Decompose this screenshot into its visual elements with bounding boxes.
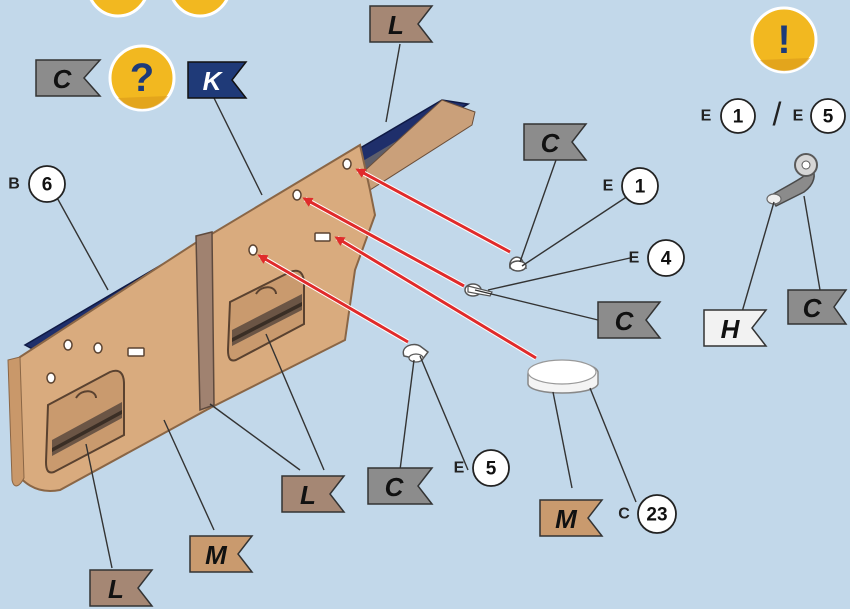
svg-text:!: !	[777, 18, 790, 62]
flag-l-bottom-center: L	[282, 476, 344, 512]
flag-label: C	[803, 293, 823, 323]
flag-l-bottom-left: L	[90, 570, 152, 606]
oval-cover-part-c23	[528, 360, 598, 393]
svg-text:4: 4	[661, 249, 672, 270]
svg-text:5: 5	[823, 107, 834, 128]
help-icon: ?	[110, 46, 174, 110]
callout-c23: C 23	[618, 495, 676, 533]
legend-separator: /	[773, 96, 782, 132]
flag-label: L	[300, 480, 316, 510]
flag-label: C	[53, 64, 73, 94]
flag-h-right: H	[704, 310, 766, 346]
flag-l-top: L	[370, 6, 432, 42]
svg-text:5: 5	[486, 459, 497, 480]
flag-m-bottom-left: M	[190, 536, 252, 572]
svg-text:E: E	[603, 178, 614, 195]
clip-part-c-upper	[510, 257, 526, 271]
svg-text:E: E	[701, 108, 712, 125]
flag-label: C	[541, 128, 561, 158]
cropped-yellow-badge-left	[88, 0, 148, 16]
svg-text:E: E	[793, 108, 804, 125]
callout-e1: E 1	[603, 168, 658, 204]
flag-c-bottom-center: C	[368, 468, 432, 504]
legend-e1: E 1	[701, 99, 755, 133]
svg-text:1: 1	[635, 177, 646, 198]
svg-text:C: C	[618, 506, 630, 523]
flag-label: K	[203, 66, 224, 96]
flag-label: M	[555, 504, 578, 534]
callout-b6: B 6	[8, 166, 65, 202]
svg-text:B: B	[8, 176, 20, 193]
flag-label: C	[385, 472, 405, 502]
flag-k-top: K	[188, 62, 246, 98]
cropped-yellow-badge-right	[170, 0, 230, 16]
svg-text:6: 6	[42, 175, 53, 196]
svg-text:23: 23	[646, 505, 667, 526]
flag-label: L	[388, 10, 404, 40]
flag-label: C	[615, 306, 635, 336]
flag-c-right-middle: C	[598, 302, 660, 338]
svg-text:1: 1	[733, 107, 744, 128]
callout-e4: E 4	[629, 240, 684, 276]
flag-label: L	[108, 574, 124, 604]
strap-part-h	[767, 154, 817, 206]
flag-c-far-right: C	[788, 290, 846, 324]
flag-c-top-left: C	[36, 60, 100, 96]
svg-text:E: E	[454, 460, 465, 477]
flag-m-bottom-right: M	[540, 500, 602, 536]
flag-label: M	[205, 540, 228, 570]
clip-part-e4	[465, 284, 492, 296]
flag-c-right-upper: C	[524, 124, 586, 160]
svg-text:?: ?	[130, 56, 154, 100]
legend-e5: E 5	[793, 99, 845, 133]
clip-part-e5	[403, 344, 428, 362]
svg-text:E: E	[629, 250, 640, 267]
warning-icon: !	[752, 8, 816, 72]
flag-label: H	[721, 314, 741, 344]
